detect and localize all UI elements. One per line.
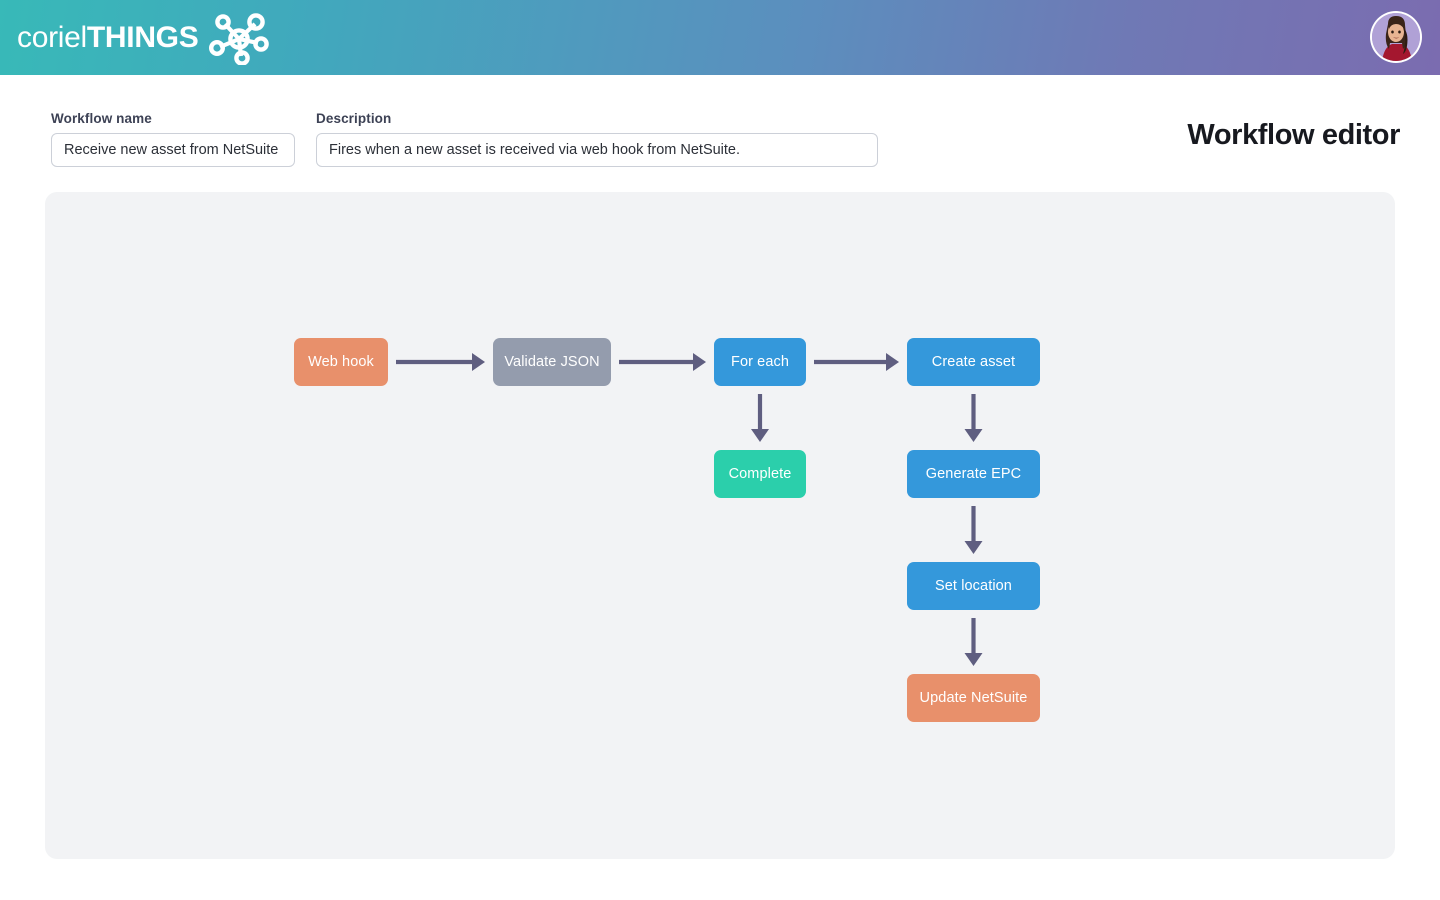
brand-wordmark: corielTHINGS <box>17 20 199 54</box>
brand-name-bold: THINGS <box>86 20 199 54</box>
workflow-node-generate-epc[interactable]: Generate EPC <box>907 450 1040 498</box>
connector-for-each-to-complete <box>751 394 769 442</box>
connector-layer <box>396 353 983 666</box>
description-field: Description <box>316 111 878 167</box>
page-title: Workflow editor <box>1187 119 1400 151</box>
workflow-node-label: For each <box>730 354 790 370</box>
workflow-node-label: Validate JSON <box>504 354 600 370</box>
app-header: corielTHINGS <box>0 0 1440 75</box>
workflow-node-label: Web hook <box>308 354 374 370</box>
workflow-node-label: Generate EPC <box>925 466 1022 482</box>
connector-set-location-to-update-netsuite <box>964 618 983 666</box>
workflow-node-update-netsuite[interactable]: Update NetSuite <box>907 674 1040 722</box>
workflow-node-set-location[interactable]: Set location <box>907 562 1040 610</box>
connector-generate-epc-to-set-location <box>964 506 983 554</box>
workflow-canvas[interactable]: Web hook Validate JSON For each Create asse… <box>45 192 1395 859</box>
connector-web-hook-to-validate-json <box>396 353 485 371</box>
workflow-name-input[interactable] <box>51 133 295 167</box>
workflow-node-validate-json[interactable]: Validate JSON <box>493 338 611 386</box>
brand-logo[interactable]: corielTHINGS <box>17 11 270 65</box>
workflow-node-for-each[interactable]: For each <box>714 338 806 386</box>
connector-for-each-to-create-asset <box>814 353 899 371</box>
workflow-graph: Web hook Validate JSON For each Create asse… <box>45 192 1395 859</box>
workflow-name-label: Workflow name <box>51 111 152 126</box>
workflow-node-complete[interactable]: Complete <box>714 450 806 498</box>
connector-create-asset-to-generate-epc <box>964 394 983 442</box>
user-avatar-icon <box>1372 13 1420 61</box>
workflow-meta-form: Workflow name Description Workflow edito… <box>0 75 1440 192</box>
workflow-node-label: Set location <box>935 578 1012 594</box>
avatar[interactable] <box>1370 11 1422 63</box>
workflow-node-label: Create asset <box>931 354 1016 370</box>
brand-name-light: coriel <box>17 20 87 54</box>
workflow-node-label: Complete <box>728 466 792 482</box>
workflow-node-web-hook[interactable]: Web hook <box>294 338 388 386</box>
workflow-name-field: Workflow name <box>51 111 295 167</box>
description-label: Description <box>316 111 392 126</box>
description-input[interactable] <box>316 133 878 167</box>
workflow-node-create-asset[interactable]: Create asset <box>907 338 1040 386</box>
connector-validate-json-to-for-each <box>619 353 706 371</box>
workflow-node-label: Update NetSuite <box>919 690 1028 706</box>
network-hub-icon <box>209 12 270 65</box>
avatar-image <box>1372 13 1420 61</box>
